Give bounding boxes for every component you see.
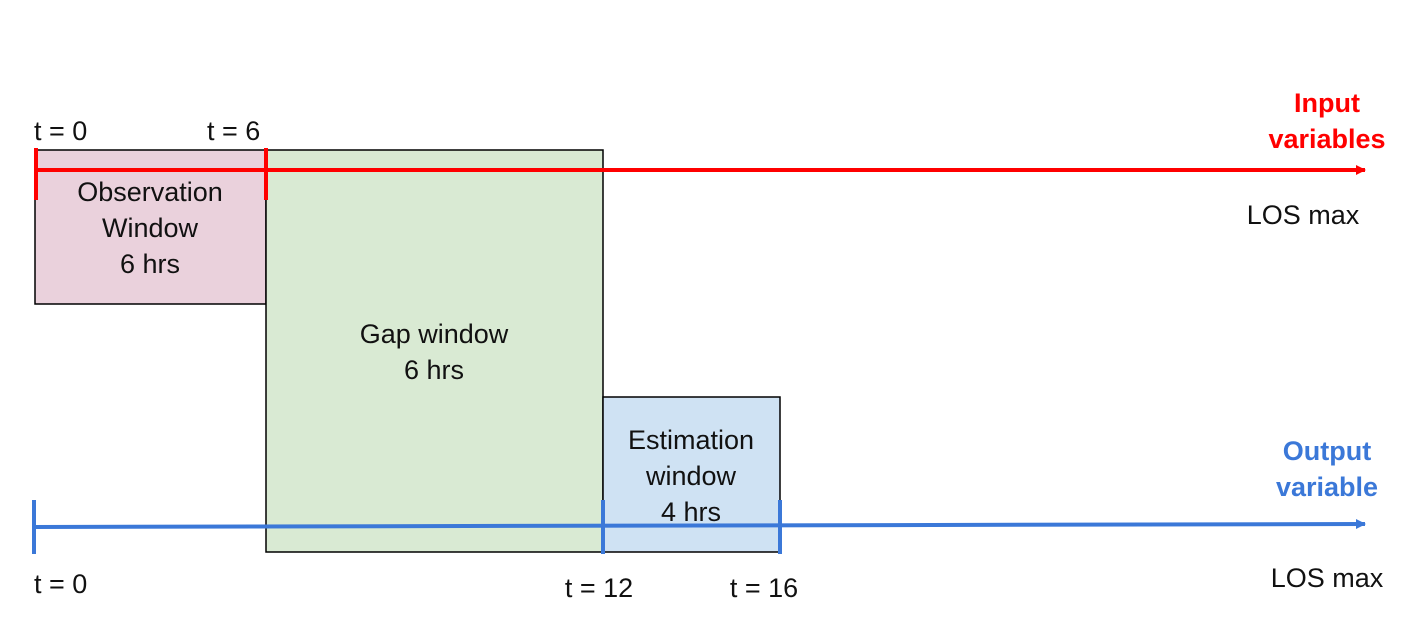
output-tick-label-t16: t = 16 [730, 573, 798, 603]
observation-window-label-line1: Observation [77, 177, 223, 207]
input-axis-title-line2: variables [1268, 124, 1385, 154]
input-axis-title-line1: Input [1294, 88, 1360, 118]
output-axis-line [33, 519, 1366, 530]
estimation-window-label-line1: Estimation [628, 425, 754, 455]
input-tick-label-t6: t = 6 [207, 116, 260, 146]
observation-window-box [34, 149, 267, 305]
output-axis-end-label: LOS max [1271, 563, 1384, 593]
output-axis-title-line2: variable [1276, 472, 1378, 502]
observation-window-label-line3: 6 hrs [120, 249, 180, 279]
estimation-window-label-line3: 4 hrs [661, 497, 721, 527]
input-tick-label-t0: t = 0 [34, 116, 87, 146]
observation-window-label-line2: Window [102, 213, 199, 243]
gap-window-label-line1: Gap window [360, 319, 509, 349]
output-axis-title-line1: Output [1283, 436, 1371, 466]
input-axis-end-label: LOS max [1247, 200, 1360, 230]
estimation-window-label-line2: window [645, 461, 737, 491]
gap-window-label-line2: 6 hrs [404, 355, 464, 385]
output-tick-label-t0: t = 0 [34, 569, 87, 599]
output-tick-label-t12: t = 12 [565, 573, 633, 603]
gap-window-box [265, 149, 604, 553]
